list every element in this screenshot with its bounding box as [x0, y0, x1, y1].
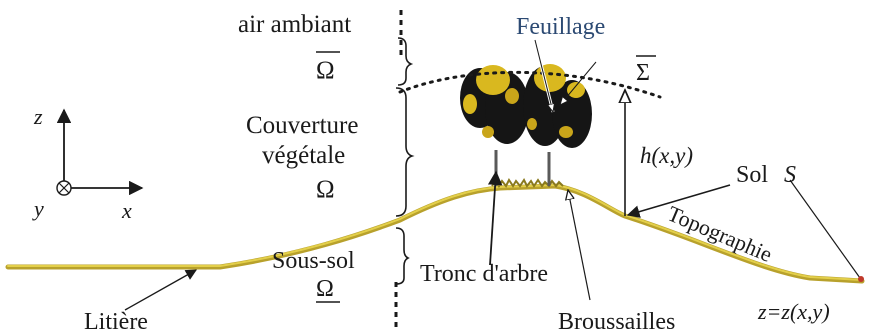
brace-sous-sol — [396, 228, 408, 284]
height-label: h(x,y) — [640, 143, 693, 168]
z-equation-label: z=z(x,y) — [757, 299, 830, 324]
brace-couverture — [396, 88, 412, 216]
sol-symbol: S — [784, 162, 796, 188]
topography-tip — [858, 276, 864, 282]
axes-icon — [57, 110, 142, 195]
tronc-label: Tronc d'arbre — [420, 261, 548, 287]
svg-text:Σ: Σ — [636, 60, 650, 86]
axis-y-label: y — [32, 196, 44, 221]
svg-text:Ω: Ω — [316, 276, 334, 302]
feuillage-label: Feuillage — [516, 14, 605, 40]
omega-mid: Ω — [316, 176, 335, 203]
couverture-label-line1: Couverture — [246, 112, 358, 139]
air-ambiant-label: air ambiant — [238, 11, 351, 38]
sol-label: Sol — [736, 162, 768, 188]
couverture-label-line2: végétale — [262, 142, 345, 169]
omega-bar-under: Ω — [316, 276, 340, 302]
tree-right-icon — [523, 64, 592, 186]
brace-air — [398, 38, 411, 85]
broussailles-label: Broussailles — [558, 309, 675, 333]
svg-text:Ω: Ω — [316, 57, 335, 84]
tree-left-icon — [460, 65, 529, 186]
sigma-bar: Σ — [636, 56, 656, 86]
axis-x-label: x — [121, 198, 132, 223]
litiere-arrow — [125, 270, 196, 310]
axis-z-label: z — [33, 104, 43, 129]
broussailles-arrow — [568, 190, 590, 300]
sol-topo-line — [790, 180, 860, 278]
litiere-label: Litière — [84, 309, 148, 333]
sous-sol-label: Sous-sol — [272, 248, 355, 274]
omega-bar-top: Ω — [316, 52, 340, 84]
